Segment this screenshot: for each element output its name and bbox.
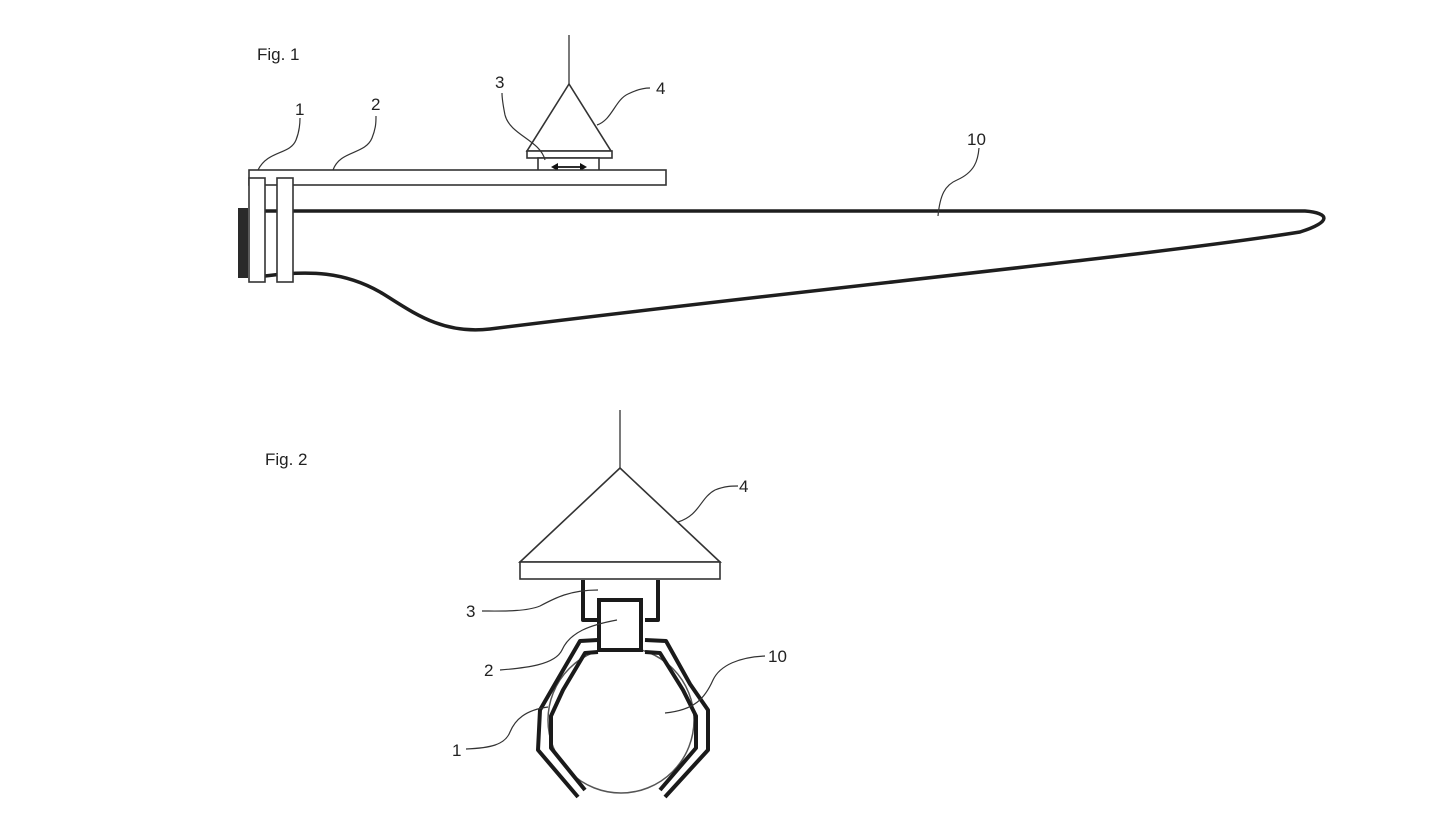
ref-numeral-10: 10 bbox=[967, 130, 986, 149]
blade-root-flange bbox=[238, 208, 248, 278]
ref-numeral-3: 3 bbox=[466, 602, 475, 621]
leader-3 bbox=[481, 589, 599, 612]
ref-numeral-2: 2 bbox=[484, 661, 493, 680]
leader-4 bbox=[596, 87, 651, 126]
figure-2: Fig. 2 4 3 2 1 bbox=[265, 410, 787, 799]
clamp-front bbox=[248, 177, 266, 283]
ref-numeral-1: 1 bbox=[452, 741, 461, 760]
figure-2-title: Fig. 2 bbox=[265, 450, 308, 469]
ref-numeral-4: 4 bbox=[656, 79, 665, 98]
lifting-yoke bbox=[517, 466, 723, 563]
yoke-base-plate bbox=[526, 150, 613, 159]
leader-10 bbox=[664, 655, 766, 714]
clamp-arm-left-outer bbox=[536, 638, 599, 799]
yoke-base-plate bbox=[519, 561, 721, 580]
leader-3 bbox=[501, 92, 546, 161]
figure-1-title: Fig. 1 bbox=[257, 45, 300, 64]
beam bbox=[248, 169, 667, 186]
clamp-rear bbox=[276, 177, 294, 283]
leader-2 bbox=[332, 115, 377, 171]
double-arrow-icon bbox=[551, 163, 587, 171]
clamp-arm-right-inner bbox=[644, 650, 698, 792]
leader-2 bbox=[499, 619, 618, 671]
leader-10 bbox=[937, 147, 980, 217]
rotor-blade bbox=[264, 209, 1326, 332]
figure-1: Fig. 1 1 bbox=[238, 35, 1326, 332]
lifting-yoke bbox=[525, 82, 613, 152]
ref-numeral-3: 3 bbox=[495, 73, 504, 92]
leader-1 bbox=[257, 117, 301, 171]
ref-numeral-4: 4 bbox=[739, 477, 748, 496]
leader-1 bbox=[465, 706, 549, 750]
slide-block bbox=[581, 580, 660, 622]
clamp-arm-left-inner bbox=[549, 650, 599, 792]
leader-4 bbox=[677, 485, 739, 523]
ref-numeral-10: 10 bbox=[768, 647, 787, 666]
ref-numeral-2: 2 bbox=[371, 95, 380, 114]
ref-numeral-1: 1 bbox=[295, 100, 304, 119]
beam-section bbox=[597, 598, 643, 652]
clamp-arm-right-outer bbox=[644, 638, 710, 799]
